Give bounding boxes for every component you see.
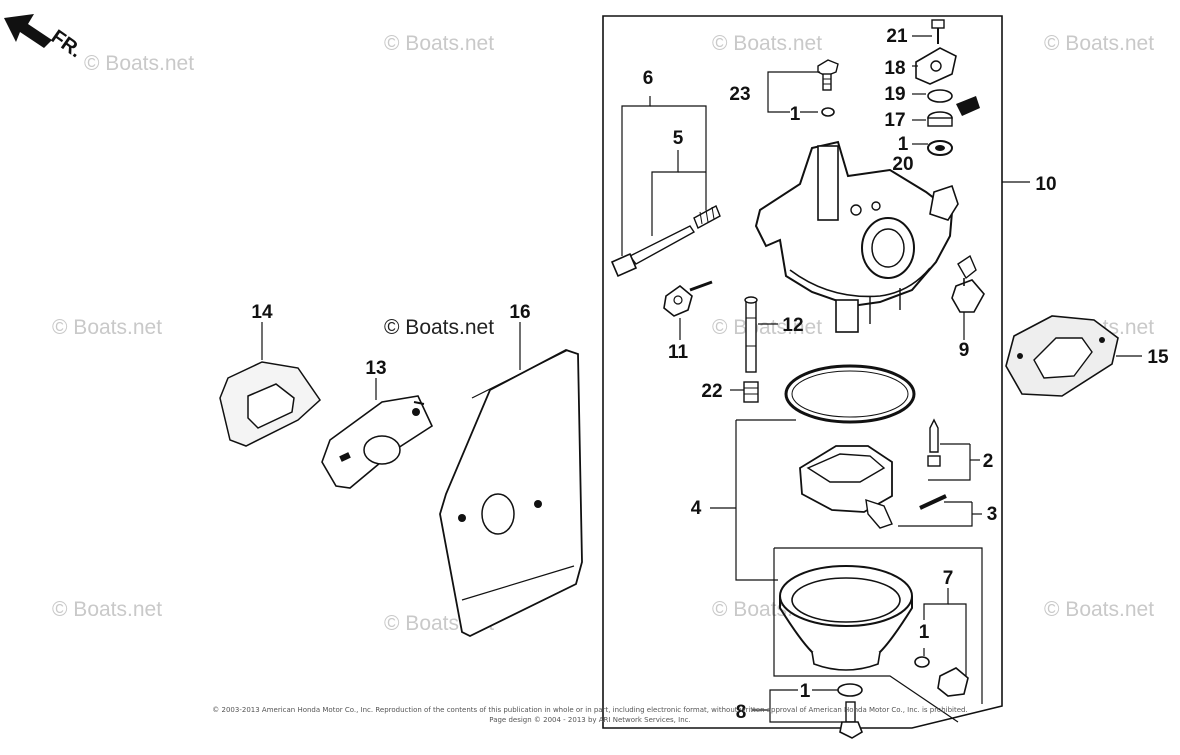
float-bowl	[779, 565, 913, 671]
callout-20: 20	[892, 154, 913, 175]
part-5-pilot-screw	[628, 205, 721, 265]
carburetor-body	[754, 140, 959, 333]
part-3-float-pin	[919, 494, 947, 510]
callout-14: 14	[251, 302, 273, 323]
callout-3: 3	[987, 504, 998, 525]
part-8-bowl-bolt	[837, 683, 863, 739]
leader-lines	[621, 35, 1030, 723]
front-arrow-icon	[4, 14, 52, 48]
copyright-line-1: © 2003-2013 American Honda Motor Co., In…	[212, 706, 968, 714]
callout-2: 2	[983, 451, 994, 472]
part-16-gasket-plate	[439, 349, 583, 638]
watermark: © Boats.net	[384, 32, 495, 55]
assembly-frame	[602, 15, 1003, 729]
callout-15: 15	[1147, 347, 1169, 368]
part-18-bracket	[915, 47, 957, 85]
watermark: © Boats.net	[712, 32, 823, 55]
part-6-cap	[610, 252, 638, 278]
part-21-screw	[931, 19, 945, 44]
watermark: © Boats.net	[84, 52, 195, 75]
callout-23: 23	[729, 84, 750, 105]
part-4-float	[799, 445, 893, 529]
callout-7: 7	[943, 568, 954, 589]
callout-1: 1	[800, 681, 811, 702]
watermark: © Boats.net	[1044, 32, 1155, 55]
float-bowl-o-ring	[784, 364, 916, 424]
part-19-washer	[927, 89, 980, 116]
part-23-screw	[817, 59, 839, 91]
watermark: © Boats.net	[384, 316, 495, 339]
callout-10: 10	[1035, 174, 1056, 195]
callout-6: 6	[643, 68, 654, 89]
part-15-gasket	[1005, 315, 1119, 397]
part-12-nozzle	[744, 296, 758, 373]
callout-19: 19	[884, 84, 905, 105]
callout-12: 12	[782, 315, 803, 336]
callout-22: 22	[701, 381, 722, 402]
callout-4: 4	[691, 498, 702, 519]
callout-1: 1	[790, 104, 801, 125]
part-2-float-valve	[927, 418, 941, 467]
callout-5: 5	[673, 128, 684, 149]
callout-8: 8	[736, 702, 747, 723]
copyright-line-2: Page design © 2004 - 2013 by ARI Network…	[489, 716, 691, 724]
part-22-jet	[743, 381, 759, 403]
callout-11: 11	[668, 342, 689, 363]
part-9-fitting	[951, 254, 985, 313]
callout-21: 21	[886, 26, 908, 47]
part-11-screw	[663, 280, 713, 317]
watermark: © Boats.net	[712, 316, 823, 339]
part-14-gasket	[219, 361, 321, 447]
part-17-seal	[927, 111, 953, 127]
part-7-drain-screw	[914, 656, 969, 697]
callout-18: 18	[884, 58, 905, 79]
callout-1: 1	[919, 622, 930, 643]
watermark: © Boats.net	[52, 316, 163, 339]
callout-9: 9	[959, 340, 970, 361]
callout-16: 16	[509, 302, 530, 323]
watermark: © Boats.net	[1044, 598, 1155, 621]
watermark: © Boats.net	[52, 598, 163, 621]
part-13-insulator-plate	[321, 395, 434, 489]
callout-1: 1	[898, 134, 909, 155]
callout-17: 17	[884, 110, 905, 131]
callout-13: 13	[365, 358, 386, 379]
part-20-ring	[927, 140, 953, 156]
